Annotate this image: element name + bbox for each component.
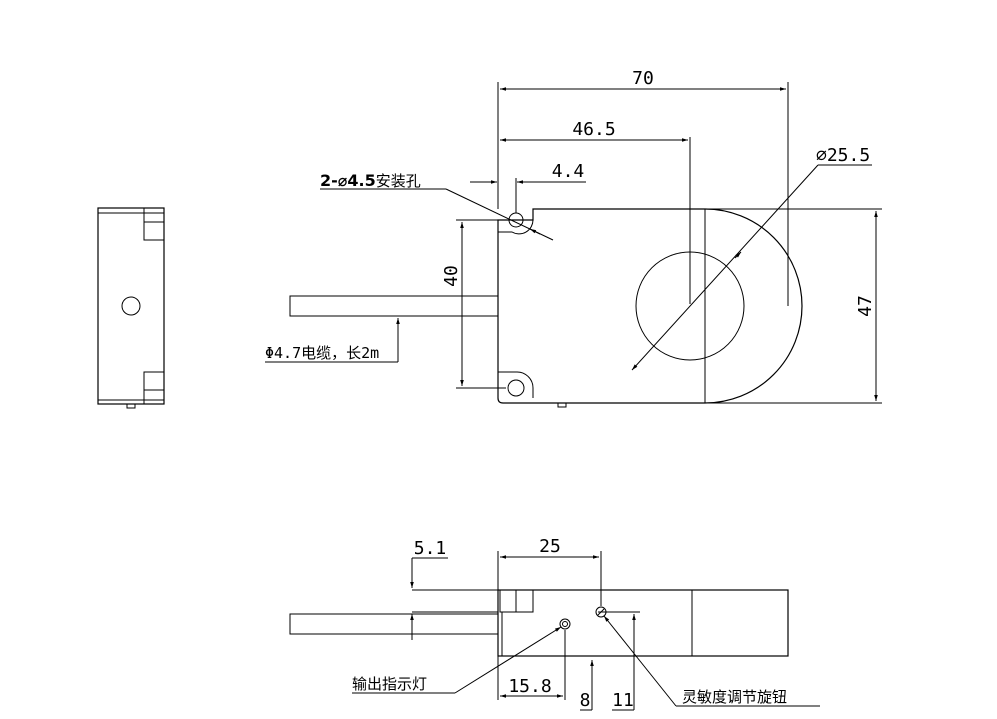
note-output-led: 输出指示灯 (352, 626, 562, 694)
bottom-view (289, 589, 789, 657)
dim-width-overall: 70 (497, 68, 789, 306)
dim-hole-spacing: 40 (441, 219, 506, 389)
dim-47-label: 47 (855, 295, 876, 317)
dim-height-overall: 47 (705, 208, 882, 404)
output-led (559, 618, 571, 630)
dim-5-1-label: 5.1 (414, 538, 447, 559)
dim-25-label: 25 (539, 536, 561, 557)
dim-40-label: 40 (441, 265, 462, 287)
dim-46-5-label: 46.5 (572, 119, 615, 140)
dim-knob: 11 (612, 614, 636, 711)
side-hole (121, 296, 141, 316)
dim-led-offset: 15.8 (497, 630, 566, 700)
dim-led: 8 (580, 660, 594, 711)
note-cable: Φ4.7电缆，长2m (265, 318, 400, 363)
cable (289, 295, 499, 317)
led-note-label: 输出指示灯 (352, 675, 427, 693)
knob-note-label: 灵敏度调节旋钮 (682, 688, 787, 706)
mount-holes-prefix: 2-⌀4.5 (320, 171, 376, 190)
cable-note-label: Φ4.7电缆，长2m (265, 344, 379, 362)
dim-aperture-dia: ⌀25.5 (631, 145, 872, 371)
note-sensitivity-knob: 灵敏度调节旋钮 (603, 615, 820, 707)
dim-11-label: 11 (612, 690, 634, 711)
mount-holes-suffix: 安装孔 (376, 172, 421, 190)
bottom-cable (289, 613, 499, 635)
dim-4-4-label: 4.4 (552, 161, 585, 182)
dim-8-label: 8 (580, 690, 591, 711)
mount-holes-label: 2-⌀4.5安装孔 (320, 171, 421, 190)
dim-15-8-label: 15.8 (508, 676, 551, 697)
side-view (97, 207, 165, 409)
sensitivity-knob (595, 606, 607, 618)
dim-thickness: 5.1 (410, 538, 448, 640)
note-mount-holes: 2-⌀4.5安装孔 (320, 171, 554, 241)
dim-center-offset: 46.5 (500, 119, 688, 142)
dim-hole-offset: 4.4 (470, 161, 586, 213)
mount-hole-bottom (507, 379, 525, 397)
dim-25-5-label: ⌀25.5 (816, 145, 870, 166)
dim-70-label: 70 (632, 68, 654, 89)
top-view (289, 137, 803, 408)
dim-knob-offset: 25 (497, 536, 602, 606)
